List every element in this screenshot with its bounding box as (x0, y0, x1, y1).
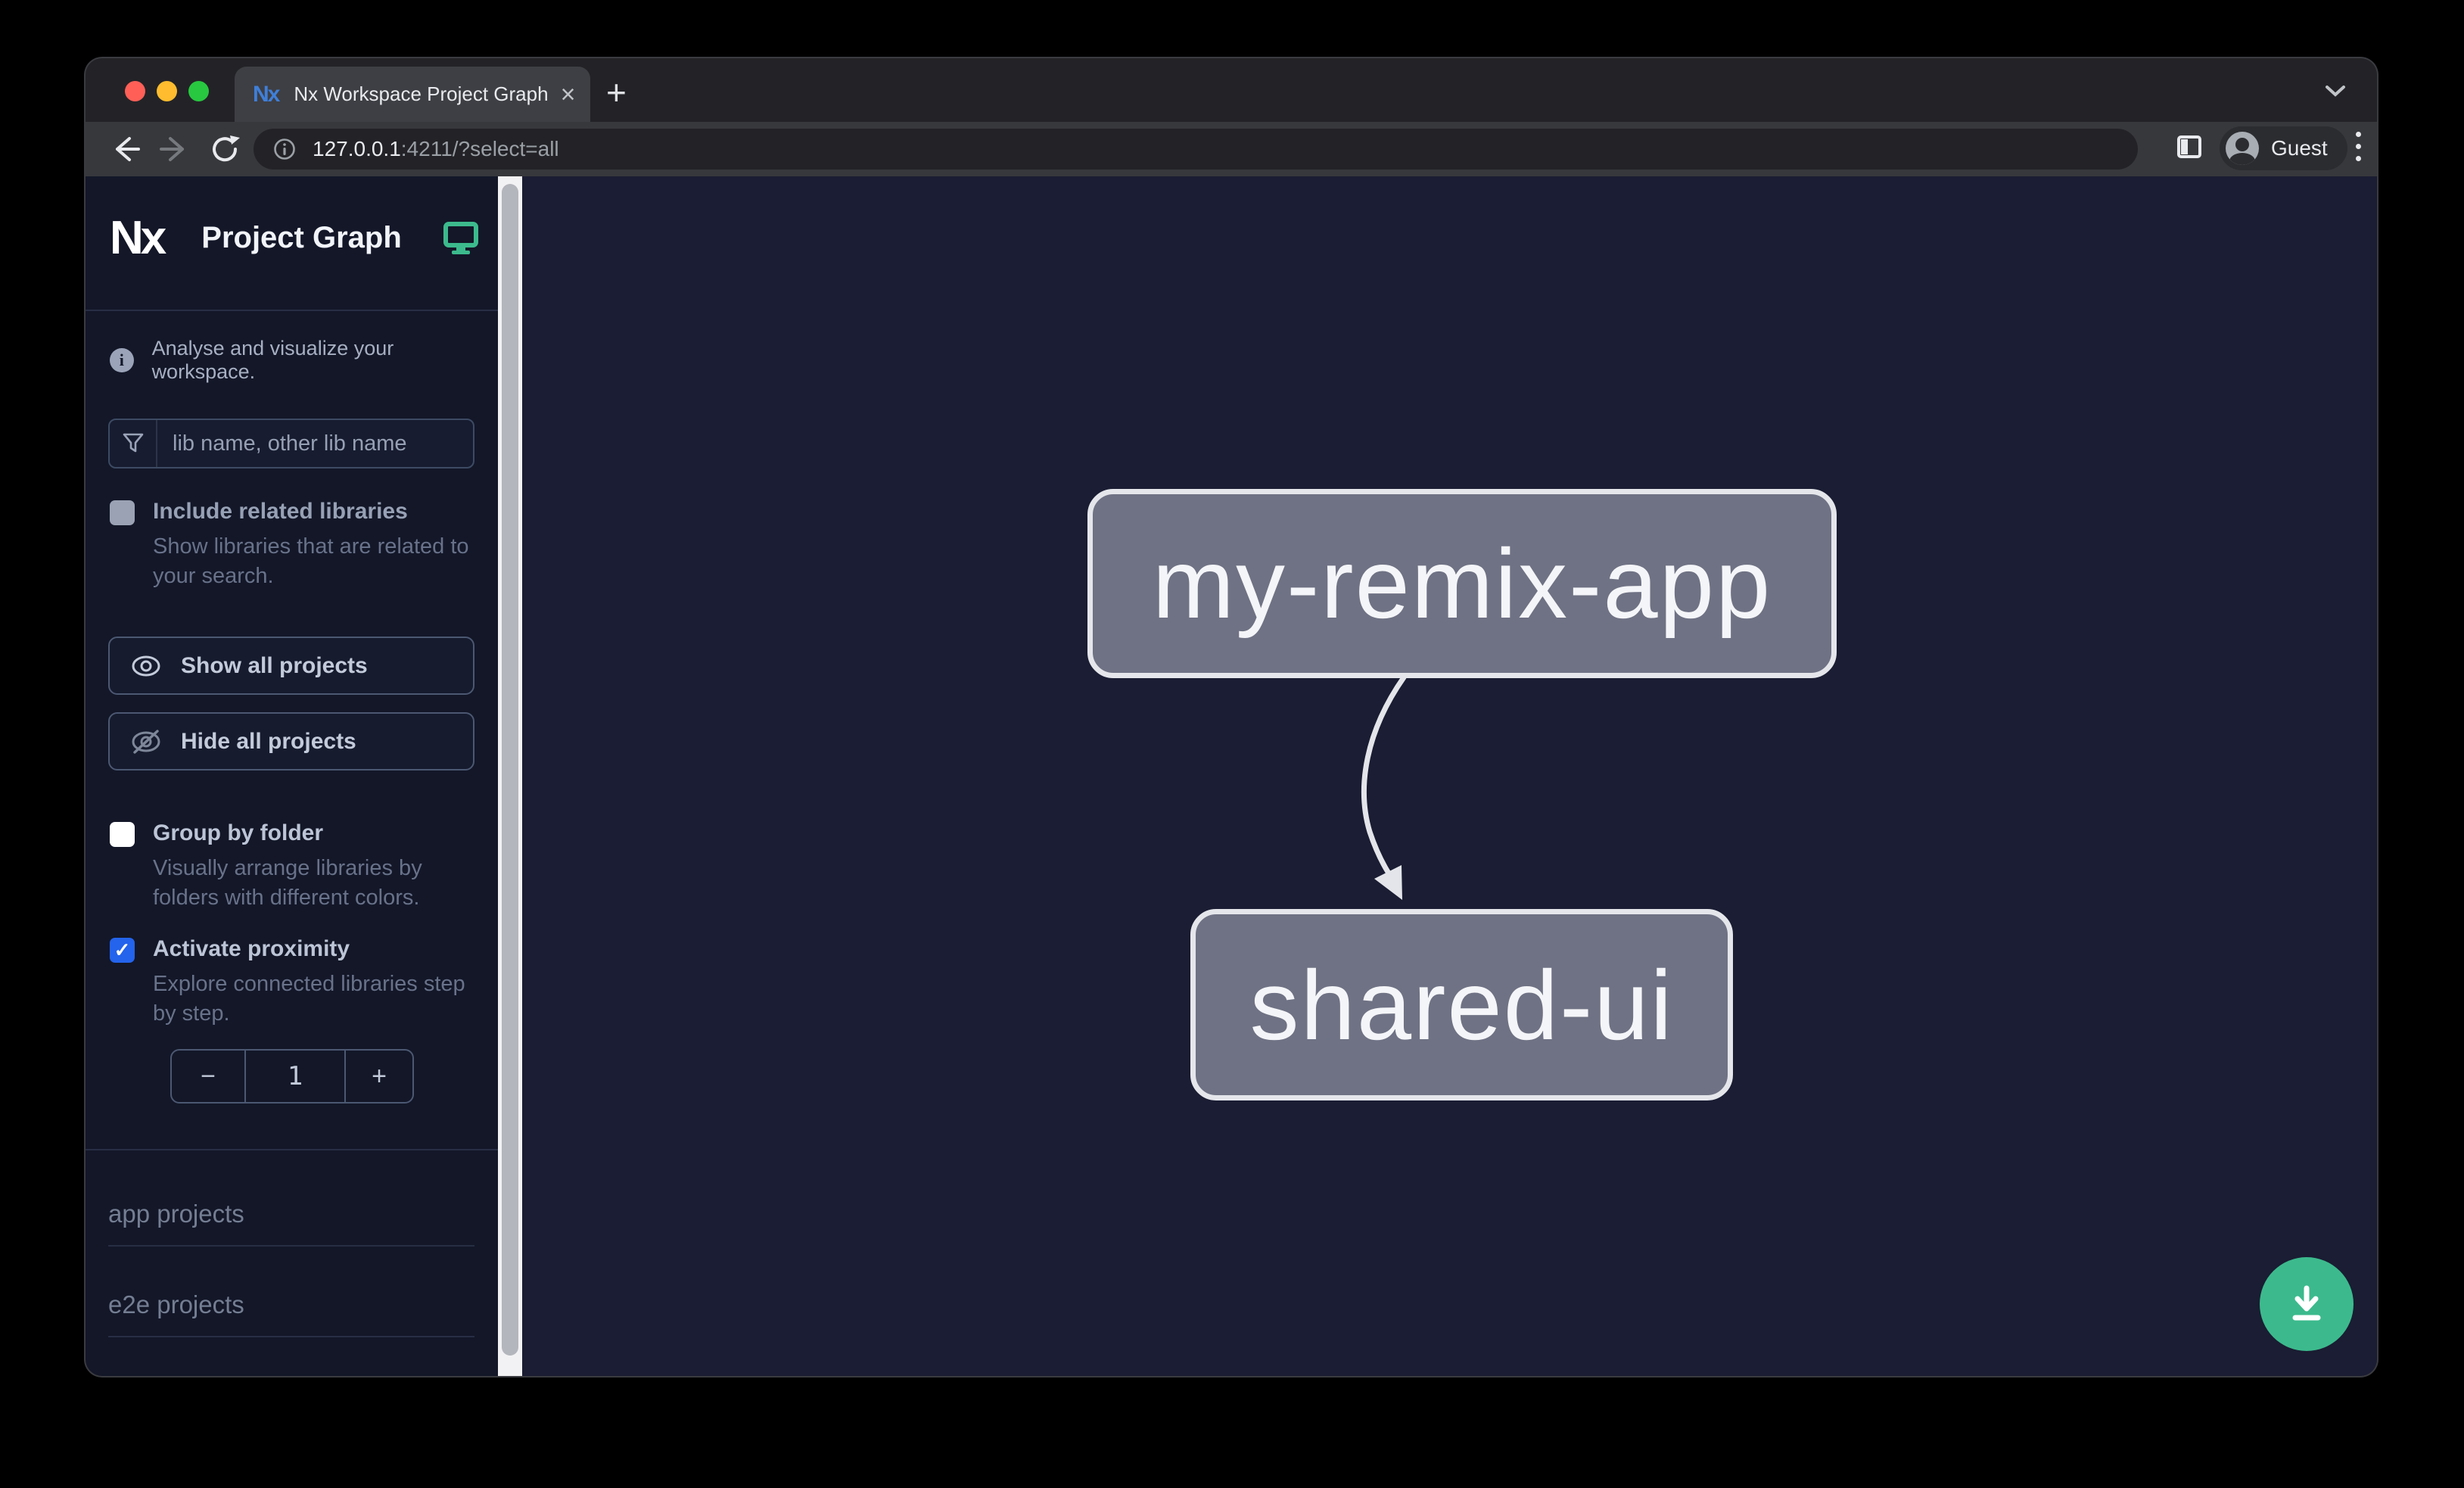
browser-toolbar: 127.0.0.1:4211/?select=all Guest (86, 122, 2377, 176)
download-graph-button[interactable] (2260, 1257, 2354, 1351)
traffic-light-minimize[interactable] (157, 81, 177, 101)
browser-tab-strip: Nx Nx Workspace Project Graph × + (86, 58, 2377, 122)
filter-box (108, 419, 474, 469)
back-icon[interactable] (108, 132, 142, 166)
reload-icon[interactable] (208, 132, 241, 166)
activate-proximity-option[interactable]: ✓ Activate proximity Explore connected l… (110, 936, 471, 1029)
sidebar-scrollbar[interactable] (498, 176, 522, 1376)
info-icon: i (110, 348, 134, 372)
traffic-light-close[interactable] (125, 81, 145, 101)
monitor-icon[interactable] (443, 221, 479, 255)
site-info-icon[interactable] (273, 138, 296, 160)
browser-menu-icon[interactable] (2356, 132, 2362, 168)
edge-arrowhead (1374, 865, 1402, 900)
tagline-text: Analyse and visualize your workspace. (151, 337, 394, 383)
profile-label: Guest (2271, 136, 2328, 160)
download-icon (2292, 1285, 2321, 1321)
graph-canvas[interactable]: my-remix-app shared-ui (522, 176, 2377, 1376)
divider (86, 1149, 498, 1150)
hide-all-projects-button[interactable]: Hide all projects (108, 712, 474, 770)
graph-node-shared-ui[interactable]: shared-ui (1190, 909, 1733, 1100)
stepper-decrement-button[interactable]: − (201, 1061, 216, 1091)
chevron-down-icon[interactable] (2324, 84, 2347, 98)
section-e2e-projects[interactable]: e2e projects (108, 1290, 474, 1337)
traffic-light-zoom[interactable] (188, 81, 209, 101)
tab-title: Nx Workspace Project Graph (294, 82, 549, 105)
activate-proximity-label: Activate proximity (153, 936, 350, 961)
eye-off-icon (132, 729, 160, 754)
sidebar-header: Nx Project Graph (110, 211, 479, 265)
include-related-label: Include related libraries (153, 499, 408, 524)
tab-close-icon[interactable]: × (560, 79, 576, 109)
side-panel-icon[interactable] (2177, 135, 2201, 158)
address-bar[interactable]: 127.0.0.1:4211/?select=all (254, 129, 2138, 170)
stepper-increment-button[interactable]: + (372, 1061, 387, 1091)
avatar (2226, 132, 2259, 165)
show-all-projects-label: Show all projects (181, 652, 368, 678)
group-by-folder-description: Visually arrange libraries by folders wi… (153, 856, 422, 910)
show-all-projects-button[interactable]: Show all projects (108, 637, 474, 695)
group-by-folder-label: Group by folder (153, 820, 323, 845)
nx-logo: Nx (110, 212, 166, 264)
nx-favicon-icon: Nx (253, 81, 280, 107)
url-host: 127.0.0.1 (313, 137, 401, 160)
url-path: :4211/?select=all (400, 137, 559, 160)
activate-proximity-checkbox[interactable]: ✓ (110, 938, 135, 963)
page-title: Project Graph (201, 221, 402, 254)
group-by-folder-checkbox[interactable] (110, 822, 135, 847)
include-related-checkbox[interactable] (110, 500, 135, 525)
dependency-edge (1361, 674, 1407, 900)
node-label: my-remix-app (1152, 528, 1772, 639)
divider (86, 310, 498, 311)
stepper-value[interactable]: 1 (244, 1051, 346, 1102)
sidebar: Nx Project Graph i Analyse and visualize… (86, 176, 498, 1376)
browser-tab[interactable]: Nx Nx Workspace Project Graph × (235, 67, 590, 122)
node-label: shared-ui (1249, 949, 1674, 1060)
search-input[interactable] (157, 420, 473, 467)
include-related-description: Show libraries that are related to your … (153, 534, 469, 588)
eye-icon (132, 655, 160, 676)
browser-window: Nx Nx Workspace Project Graph × + (86, 58, 2377, 1376)
scrollbar-thumb[interactable] (502, 184, 518, 1356)
funnel-icon (110, 420, 157, 467)
include-related-option[interactable]: Include related libraries Show libraries… (110, 499, 471, 591)
group-by-folder-option[interactable]: Group by folder Visually arrange librari… (110, 820, 471, 913)
new-tab-button[interactable]: + (606, 73, 627, 112)
graph-node-my-remix-app[interactable]: my-remix-app (1087, 489, 1837, 678)
hide-all-projects-label: Hide all projects (181, 728, 356, 754)
section-app-projects[interactable]: app projects (108, 1200, 474, 1247)
tagline-row: i Analyse and visualize your workspace. (110, 337, 498, 384)
forward-icon[interactable] (158, 132, 191, 166)
page-content: Nx Project Graph i Analyse and visualize… (86, 176, 2377, 1376)
activate-proximity-description: Explore connected libraries step by step… (153, 972, 465, 1026)
proximity-stepper: − 1 + (170, 1049, 414, 1104)
profile-chip[interactable]: Guest (2220, 126, 2347, 170)
